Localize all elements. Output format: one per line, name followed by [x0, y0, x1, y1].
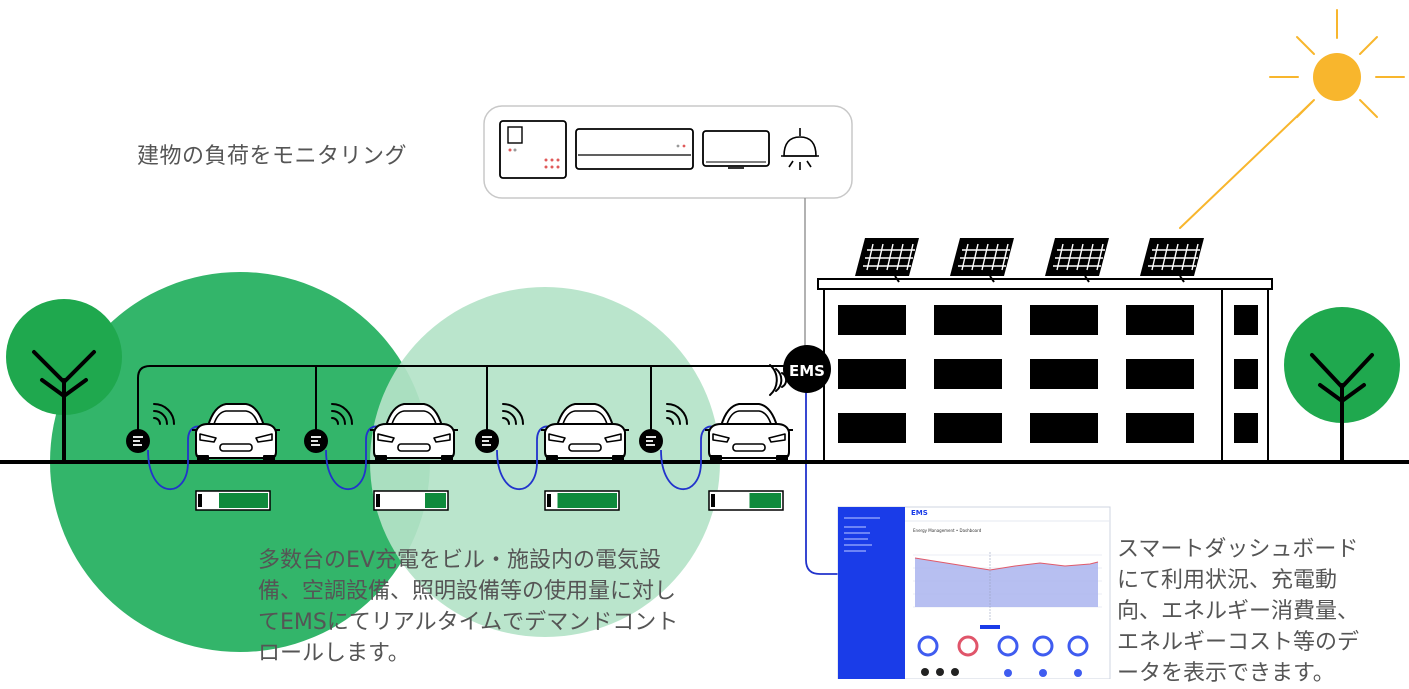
solar-panel-icon [855, 238, 919, 283]
distribution-board-icon [499, 120, 567, 179]
ev-charger-icon [639, 429, 663, 453]
ems-description-line: 多数台のEV充電をビル・施設内の電気設 [258, 548, 661, 573]
smart-dashboard-screenshot: EMS Energy Management • Dashboard [837, 506, 1111, 679]
ev-charger-icon [304, 429, 328, 453]
charging-unit [639, 403, 793, 511]
battery-indicator [195, 490, 271, 511]
solar-panel-icon [1140, 238, 1204, 283]
dashboard-panel-title: Energy Management • Dashboard [913, 528, 982, 533]
charging-cable [325, 425, 383, 490]
tree-left [6, 299, 122, 464]
ems-hub-label: EMS [789, 362, 825, 380]
wifi-signal-icon [153, 403, 175, 425]
dashboard-description: スマートダッシュボード にて利用状況、充電動 向、エネルギー消費量、 エネルギー… [1117, 534, 1407, 689]
ems-network-lines [137, 198, 806, 440]
wifi-signal-icon [666, 403, 688, 425]
dashboard-sidebar [838, 507, 905, 679]
battery-level [749, 493, 781, 508]
air-conditioner-icon [575, 128, 694, 170]
ems-description-line: ロールします。 [258, 641, 410, 666]
dashboard-description-line: エネルギーコスト等のデ [1117, 630, 1360, 655]
solar-panels [855, 238, 1204, 283]
wifi-signal-icon [331, 403, 353, 425]
charging-units [126, 403, 793, 511]
load-monitoring-label: 建物の負荷をモニタリング [137, 144, 408, 169]
charging-unit [126, 403, 280, 511]
ev-car-icon [705, 403, 793, 463]
ev-car-icon [370, 403, 458, 463]
ems-wifi-icon [769, 364, 788, 396]
charging-unit [475, 403, 629, 511]
charging-cable [147, 425, 205, 490]
ems-to-dashboard-cable [805, 385, 838, 575]
dashboard-description-line: 向、エネルギー消費量、 [1117, 599, 1360, 624]
charging-cable [496, 425, 554, 490]
wifi-signal-icon [502, 403, 524, 425]
sun-icon [1179, 9, 1405, 229]
pendant-lamp-icon [781, 128, 819, 170]
ems-description-line: てEMSにてリアルタイムでデマンドコント [258, 610, 679, 635]
battery-indicator [544, 490, 620, 511]
charging-unit [304, 403, 458, 511]
ev-car-icon [541, 403, 629, 463]
battery-indicator [373, 490, 449, 511]
battery-level [219, 493, 268, 508]
dashboard-description-line: スマートダッシュボード [1117, 537, 1359, 562]
solar-panel-icon [1045, 238, 1109, 283]
charging-cable [660, 425, 718, 490]
battery-level [425, 493, 446, 508]
tree-right [1284, 307, 1400, 464]
ceiling-light-panel-icon [702, 130, 770, 169]
ems-description-line: 備、空調設備、照明設備等の使用量に対し [258, 579, 677, 604]
dashboard-description-line: にて利用状況、充電動 [1117, 568, 1338, 593]
dashboard-brand: EMS [911, 509, 928, 517]
ev-charger-icon [475, 429, 499, 453]
ev-car-icon [192, 403, 280, 463]
battery-indicator [708, 490, 784, 511]
building [817, 278, 1273, 463]
load-monitoring-bubble [483, 105, 853, 199]
ev-charger-icon [126, 429, 150, 453]
ems-hub: EMS [783, 345, 831, 393]
solar-panel-icon [950, 238, 1014, 283]
dashboard-description-line: ータを表示できます。 [1117, 661, 1335, 686]
battery-level [557, 493, 617, 508]
ems-description: 多数台のEV充電をビル・施設内の電気設 備、空調設備、照明設備等の使用量に対し … [258, 545, 798, 669]
